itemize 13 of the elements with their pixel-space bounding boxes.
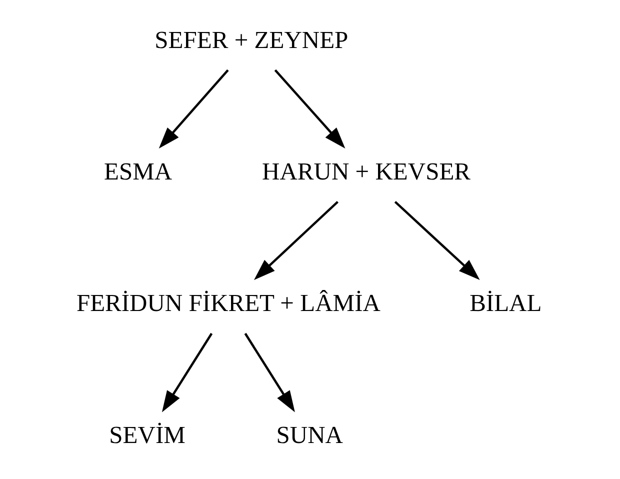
node-text: BİLAL xyxy=(470,290,542,318)
node-text: SUNA xyxy=(276,422,343,449)
arrow xyxy=(244,332,295,412)
node-text: SEFER + ZEYNEP xyxy=(154,26,348,54)
node-text: HARUN + KEVSER xyxy=(262,158,471,186)
node-text: ESMA xyxy=(104,158,172,186)
arrow xyxy=(274,69,346,149)
node-text: FERİDUN FİKRET + LÂMİA xyxy=(76,290,380,318)
node-text: SEVİM xyxy=(109,422,186,449)
arrow xyxy=(394,200,480,280)
arrow xyxy=(254,201,338,280)
arrow xyxy=(162,332,213,412)
arrow xyxy=(158,69,229,149)
